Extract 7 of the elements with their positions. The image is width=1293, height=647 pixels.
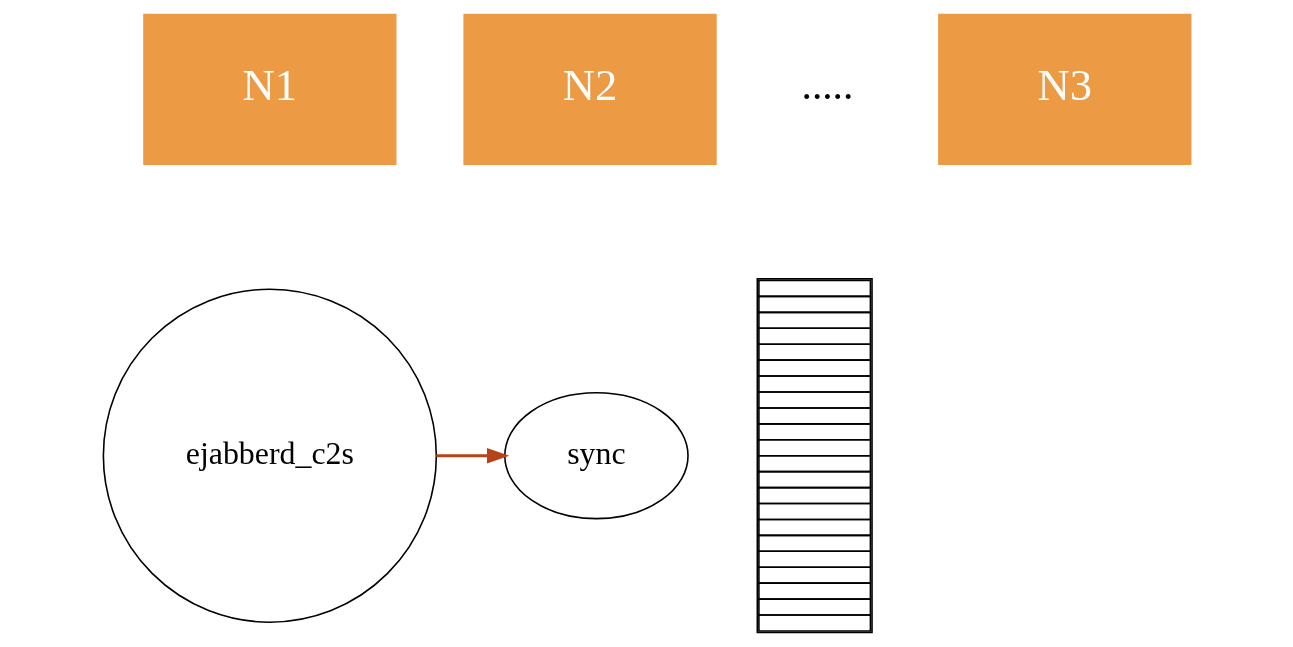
node-circle: ejabberd_c2s	[102, 288, 437, 623]
node-ellipse: sync	[503, 392, 689, 520]
node-box: N1	[142, 13, 396, 165]
label: .....	[801, 62, 853, 109]
arrow	[435, 447, 509, 464]
node-box: N2	[462, 13, 717, 165]
node-box: N3	[937, 13, 1191, 165]
